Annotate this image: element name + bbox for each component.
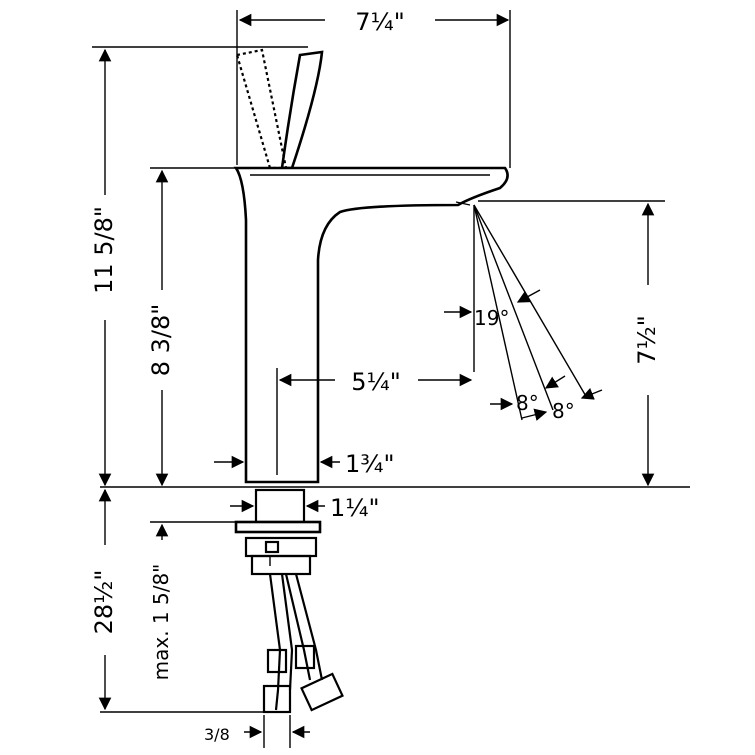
dimension-connector: 3/8 <box>204 715 310 748</box>
flow-lines <box>473 204 588 421</box>
dimension-shank-width: 1¼" <box>230 494 380 522</box>
dimension-flow-height: 7½" <box>478 200 665 487</box>
label-flow-height: 7½" <box>633 315 661 365</box>
label-spout-reach: 5¼" <box>351 368 401 396</box>
faucet-body <box>233 48 509 484</box>
label-top-width: 7¼" <box>355 8 405 36</box>
label-shank-width: 1¼" <box>330 494 380 522</box>
dimension-total-height: 11 5/8" <box>90 46 308 487</box>
label-spout-height: 8 3/8" <box>147 304 175 377</box>
dimension-spout-height: 8 3/8" <box>147 167 236 487</box>
dimension-angles: 19° 8° 8° <box>444 289 603 423</box>
label-connector: 3/8 <box>204 725 230 744</box>
mounting-assembly <box>234 488 322 576</box>
label-angle-main: 19° <box>474 306 509 330</box>
dimension-max-counter: max. 1 5/8" <box>149 521 236 681</box>
label-angle-a: 8° <box>516 391 539 415</box>
dimension-top-width: 7¼" <box>236 8 511 168</box>
dimension-body-width: 1¾" <box>214 450 395 478</box>
supply-hoses <box>262 573 344 714</box>
dimension-spout-reach: 5¼" <box>276 368 473 475</box>
label-max-counter: max. 1 5/8" <box>149 564 173 681</box>
dimension-supply-length: 28½" <box>90 488 280 713</box>
label-angle-b: 8° <box>552 399 575 423</box>
label-total-height: 11 5/8" <box>90 206 118 294</box>
label-body-width: 1¾" <box>345 450 395 478</box>
label-supply-length: 28½" <box>90 570 118 635</box>
